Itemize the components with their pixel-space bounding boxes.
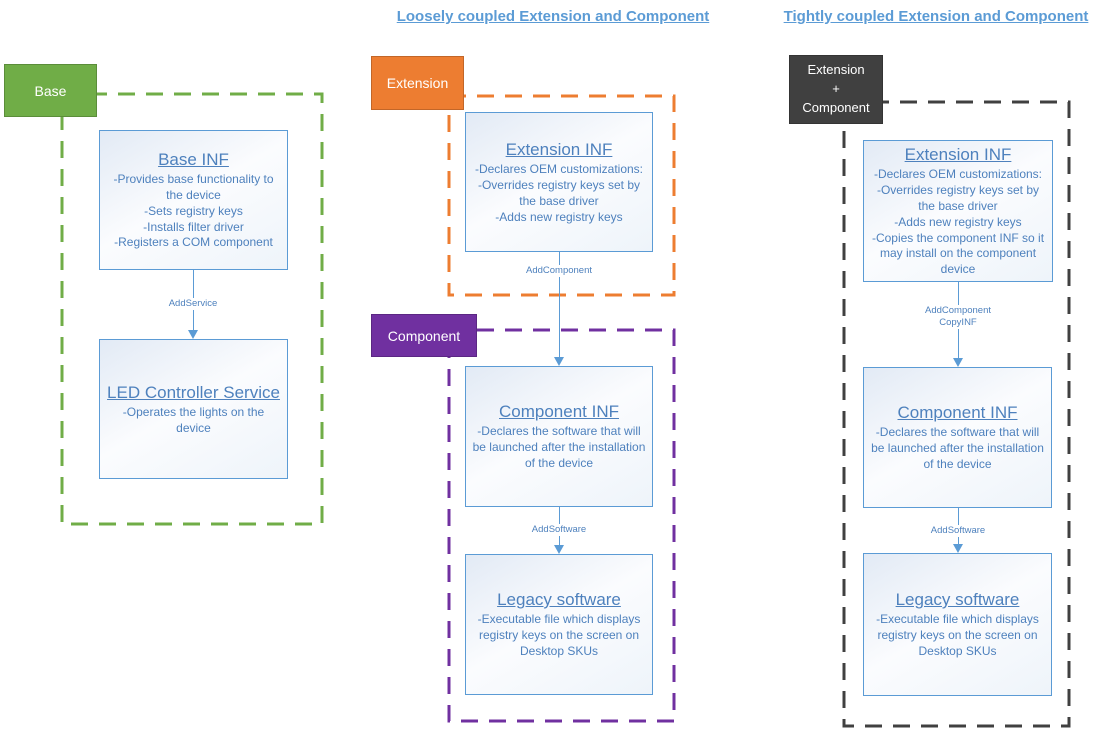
component-group-outline [447,328,676,723]
connector-label-addcomponent-copyinf-tight: AddComponent CopyINF [903,305,1013,329]
legacy-software-loose-title: Legacy software [497,590,621,610]
extension-inf-loose-bullet: -Declares OEM customizations: [474,161,644,176]
extension-component-label: Extension + Component [789,55,883,124]
led-controller-service-bullet: -Operates the lights on the device [122,404,265,435]
arrowhead-addsoftware-tight [953,544,963,553]
extension-inf-loose-title: Extension INF [505,139,613,159]
arrowhead-addservice [188,330,198,339]
base-inf-node: Base INF -Provides base functionality to… [99,130,288,270]
extension-label: Extension [371,56,464,110]
heading-loosely-coupled: Loosely coupled Extension and Component [396,8,710,25]
component-inf-tight-node: Component INF -Declares the software tha… [863,367,1052,508]
component-inf-tight-bullet: -Declares the software that will be laun… [871,425,1044,472]
extension-inf-tight-bullet: -Adds new registry keys [894,214,1022,229]
connector-label-addsoftware-loose: AddSoftware [504,524,614,536]
arrowhead-addcomponent-copyinf-tight [953,358,963,367]
extension-inf-loose-bullet: -Adds new registry keys [495,209,623,224]
extension-inf-tight-node: Extension INF -Declares OEM customizatio… [863,140,1053,282]
base-group-outline [60,92,324,526]
led-controller-service-title: LED Controller Service [107,382,280,402]
legacy-software-tight-title: Legacy software [895,590,1020,610]
base-inf-bullet: -Registers a COM component [114,235,273,250]
extension-inf-tight-bullet: -Copies the component INF so it may inst… [871,230,1045,277]
base-label: Base [4,64,97,117]
base-inf-bullet: -Installs filter driver [143,219,244,234]
connector-label-addcomponent-loose: AddComponent [504,265,614,277]
extension-inf-loose-bullet: -Overrides registry keys set by the base… [477,177,641,208]
component-inf-loose-bullet: -Declares the software that will be laun… [472,424,646,471]
legacy-software-tight-node: Legacy software -Executable file which d… [863,553,1052,696]
connector-addcomponent-loose [559,252,560,358]
legacy-software-loose-node: Legacy software -Executable file which d… [465,554,653,695]
extension-inf-tight-bullet: -Overrides registry keys set by the base… [876,182,1040,213]
base-inf-title: Base INF [158,149,229,169]
heading-tightly-coupled: Tightly coupled Extension and Component [783,8,1089,25]
connector-label-addsoftware-tight: AddSoftware [903,525,1013,537]
arrowhead-addsoftware-loose [554,545,564,554]
base-inf-bullet: -Provides base functionality to the devi… [113,171,274,202]
component-inf-loose-title: Component INF [499,402,619,422]
extension-group-outline [447,94,676,297]
extension-inf-tight-bullet: -Declares OEM customizations: [873,166,1043,181]
legacy-software-tight-bullet: -Executable file which displays registry… [876,612,1039,659]
connector-label-addservice: AddService [138,298,248,310]
extension-inf-tight-title: Extension INF [904,144,1012,164]
legacy-software-loose-bullet: -Executable file which displays registry… [477,612,641,659]
component-inf-loose-node: Component INF -Declares the software tha… [465,366,653,507]
component-inf-tight-title: Component INF [897,403,1018,423]
extension-component-group-outline [842,100,1071,728]
component-label: Component [371,314,477,357]
arrowhead-addcomponent-loose [554,357,564,366]
led-controller-service-node: LED Controller Service -Operates the lig… [99,339,288,479]
base-inf-bullet: -Sets registry keys [144,203,243,218]
extension-inf-loose-node: Extension INF -Declares OEM customizatio… [465,112,653,252]
